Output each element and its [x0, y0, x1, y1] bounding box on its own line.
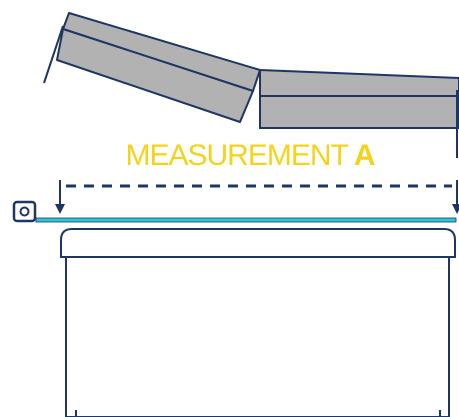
measurement-label-letter: A [353, 139, 376, 172]
adjustable-foot-section [259, 69, 459, 158]
head-bracket-line [43, 25, 64, 84]
foot-panel-body [259, 95, 459, 129]
measurement-indicator [55, 180, 459, 214]
measuring-tape-strip [35, 217, 457, 223]
adjustable-head-section [43, 12, 261, 123]
head-panel-front [56, 28, 254, 123]
mattress-body [65, 256, 450, 417]
measuring-tape-hub [19, 206, 30, 217]
measurement-label-word: MEASUREMENT [125, 139, 348, 172]
measuring-tape [12, 200, 457, 223]
mattress [60, 228, 456, 417]
right-arrow-down-icon [452, 204, 459, 214]
left-arrow-down-icon [55, 204, 65, 214]
mattress-top-rounded [60, 228, 456, 258]
foot-panel-top [259, 69, 459, 97]
